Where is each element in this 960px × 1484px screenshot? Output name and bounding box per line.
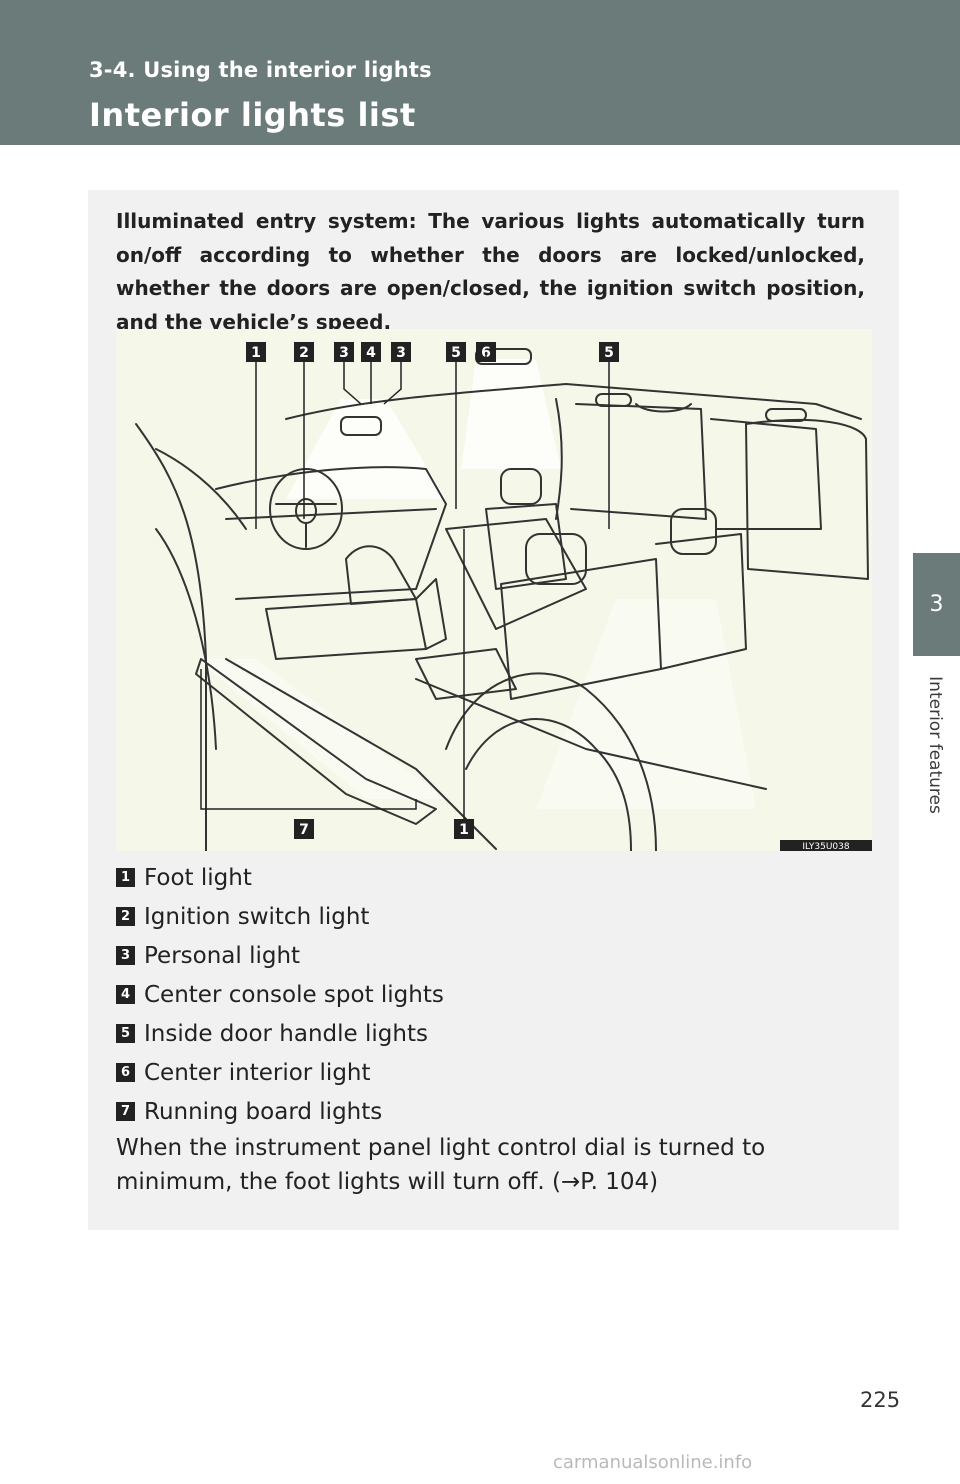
- list-item: 7 Running board lights: [116, 1092, 876, 1131]
- chapter-tab[interactable]: 3: [913, 553, 960, 656]
- callout-label: 5: [604, 345, 614, 361]
- item-number-badge: 4: [116, 985, 135, 1004]
- list-item: 5 Inside door handle lights: [116, 1014, 876, 1053]
- list-item: 3 Personal light: [116, 936, 876, 975]
- callout-label: 1: [459, 822, 469, 838]
- callout-label: 2: [299, 345, 309, 361]
- callout-label: 4: [366, 345, 376, 361]
- page-header: 3-4. Using the interior lights Interior …: [0, 0, 960, 145]
- callout-label: 3: [339, 345, 349, 361]
- chapter-number: 3: [929, 592, 944, 617]
- callout-1-top: 1: [246, 342, 266, 362]
- callout-label: 5: [451, 345, 461, 361]
- item-number-badge: 2: [116, 907, 135, 926]
- item-label: Foot light: [144, 864, 252, 891]
- item-number-badge: 7: [116, 1102, 135, 1121]
- callout-label: 7: [299, 822, 309, 838]
- callout-3-left: 3: [334, 342, 354, 362]
- callout-label: 6: [481, 345, 491, 361]
- callout-3-right: 3: [391, 342, 411, 362]
- item-number-badge: 3: [116, 946, 135, 965]
- illustration-code: ILY35U038: [802, 842, 849, 851]
- item-label: Center console spot lights: [144, 981, 444, 1008]
- callout-4: 4: [361, 342, 381, 362]
- watermark-text: carmanualsonline.info: [553, 1452, 753, 1473]
- item-label: Personal light: [144, 942, 301, 969]
- item-number-badge: 5: [116, 1024, 135, 1043]
- item-label: Running board lights: [144, 1098, 383, 1125]
- chapter-label: Interior features: [925, 676, 945, 814]
- intro-paragraph: Illuminated entry system: The various li…: [116, 209, 865, 334]
- list-item: 1 Foot light: [116, 858, 876, 897]
- callout-label: 3: [396, 345, 406, 361]
- callout-6: 6: [476, 342, 496, 362]
- page-number: 225: [860, 1388, 901, 1412]
- callout-label: 1: [251, 345, 261, 361]
- callout-2: 2: [294, 342, 314, 362]
- note-paragraph: When the instrument panel light control …: [116, 1135, 766, 1195]
- section-heading: 3-4. Using the interior lights: [89, 58, 432, 82]
- list-item: 2 Ignition switch light: [116, 897, 876, 936]
- item-label: Inside door handle lights: [144, 1020, 428, 1047]
- list-item: 6 Center interior light: [116, 1053, 876, 1092]
- callout-5-right: 5: [599, 342, 619, 362]
- interior-illustration: 1 2 3 4 3 5 6 5 7 1 ILY35U038: [116, 329, 872, 851]
- list-item: 4 Center console spot lights: [116, 975, 876, 1014]
- page-title: Interior lights list: [89, 96, 416, 134]
- callout-1-bottom: 1: [454, 819, 474, 839]
- item-number-badge: 6: [116, 1063, 135, 1082]
- item-label: Ignition switch light: [144, 903, 370, 930]
- callout-7: 7: [294, 819, 314, 839]
- item-label: Center interior light: [144, 1059, 371, 1086]
- item-number-badge: 1: [116, 868, 135, 887]
- callout-5-left: 5: [446, 342, 466, 362]
- legend-list: 1 Foot light 2 Ignition switch light 3 P…: [116, 858, 876, 1131]
